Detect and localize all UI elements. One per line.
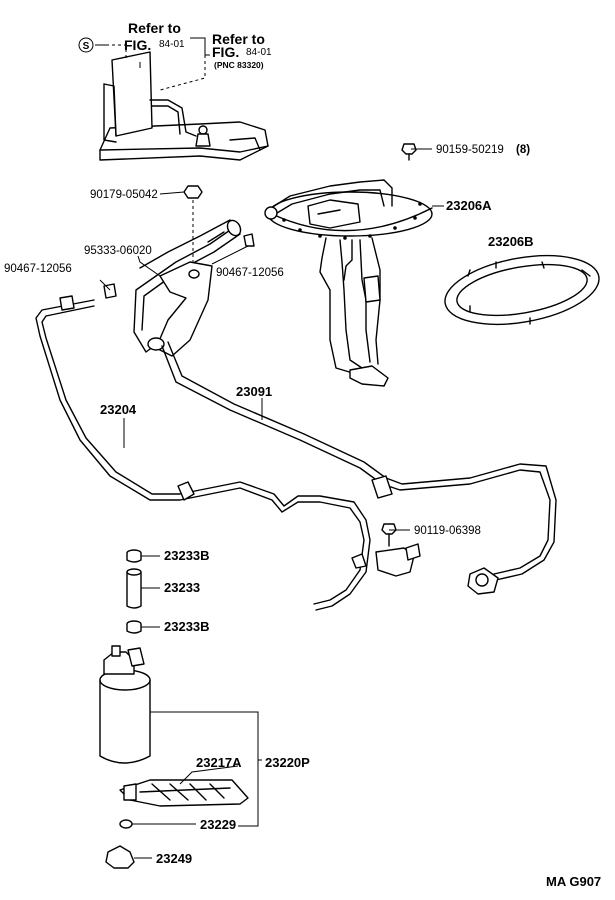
ref2-num: 84-01 [246, 47, 272, 58]
label-90119-06398: 90119-06398 [414, 525, 481, 537]
ref1-fig: FIG. [124, 37, 151, 53]
nut-90179-05042-drawing [183, 185, 203, 272]
cushion-23249-drawing [105, 845, 135, 869]
label-95333-06020: 95333-06020 [84, 245, 152, 257]
label-90159-50219: 90159-50219 [436, 144, 504, 156]
label-23233B-top: 23233B [164, 548, 210, 563]
clamp-90119-06398-drawing [351, 523, 421, 577]
label-23233B-bottom: 23233B [164, 619, 210, 634]
diagram-code: MA G907 [546, 874, 601, 889]
label-23220P: 23220P [265, 755, 310, 770]
clip-23229-drawing [119, 819, 133, 829]
ref1-num: 84-01 [159, 39, 185, 50]
leader-lines [99, 148, 444, 859]
service-symbol: S [83, 41, 90, 52]
ref2-fig: FIG. [212, 44, 239, 60]
gasket-23206B-drawing [444, 254, 600, 326]
reference-callouts: S Refer to FIG. 84-01 Refer to FIG. 84-0… [78, 20, 272, 91]
fuel-pump-bracket-23206A-drawing [264, 179, 433, 387]
fuel-pump-23220P-drawing [99, 645, 151, 764]
label-23249: 23249 [156, 851, 192, 866]
pump-cushion-parts-drawing [126, 549, 142, 634]
label-qty-8: (8) [516, 144, 530, 156]
fuel-line-23091-drawing [161, 341, 557, 595]
label-23204: 23204 [100, 402, 137, 417]
fuel-pipe-bracket-drawing [103, 219, 255, 357]
fuel-filter-23217A-drawing [119, 779, 249, 807]
label-90179-05042: 90179-05042 [90, 189, 158, 201]
label-23233: 23233 [164, 580, 200, 595]
bolt-90159-50219-drawing [401, 143, 417, 161]
ref2-title: Refer to [212, 31, 265, 47]
service-symbol-icon [78, 37, 94, 53]
part-number-labels: 90159-50219 (8) 90179-05042 23206A 23206… [4, 144, 601, 889]
label-23206A: 23206A [446, 198, 492, 213]
ref2-pnc: (PNC 83320) [214, 60, 264, 70]
label-23091: 23091 [236, 384, 272, 399]
label-90467-12056-right: 90467-12056 [216, 267, 284, 279]
label-23206B: 23206B [488, 234, 534, 249]
label-23229: 23229 [200, 817, 236, 832]
label-90467-12056-left: 90467-12056 [4, 263, 72, 275]
ref1-title: Refer to [128, 20, 181, 36]
label-23217A: 23217A [196, 755, 242, 770]
fuel-tank-bracket-drawing [99, 51, 269, 161]
